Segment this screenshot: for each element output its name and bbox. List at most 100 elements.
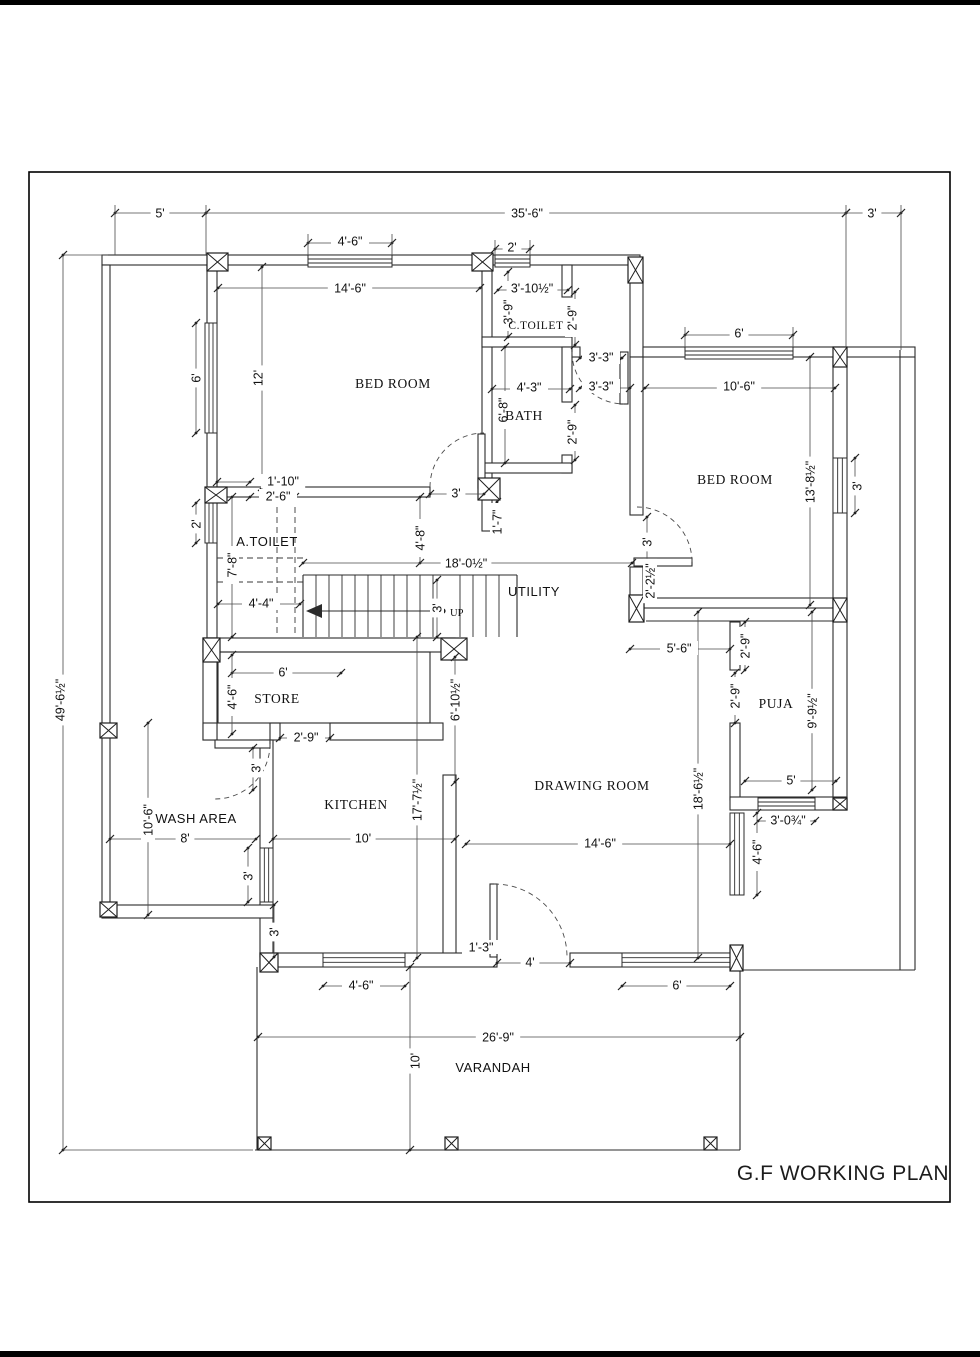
column-x [202, 637, 221, 663]
window [684, 346, 794, 360]
door-swing-arc [429, 432, 485, 488]
drawing-border-frame [28, 171, 951, 1203]
dim-label-group: 3' [267, 922, 282, 942]
dim-atoilet-w-label: 4'-4" [249, 597, 274, 611]
column-x [440, 637, 468, 661]
wall [101, 904, 274, 919]
dim-label-group: 10'-6" [141, 797, 156, 843]
dimension-dot [146, 721, 150, 725]
dim-label-group: 3' [241, 866, 256, 886]
wall [571, 346, 581, 358]
dim-store-h-label: 4'-6" [226, 685, 240, 710]
dim-door33-b-label: 3'-3" [589, 380, 614, 394]
dimension-dot [251, 746, 255, 750]
dim-label-group: 3' [862, 206, 882, 221]
dim-label-group: 35'-6" [504, 206, 550, 221]
dim-label-group: 2'-9" [287, 730, 325, 745]
room-label-drawing: DRAWING ROOM [534, 778, 649, 793]
wall [269, 722, 281, 741]
dim-label-bg [716, 379, 762, 393]
dim-label-bg [189, 368, 203, 388]
dim-top-left-label: 5' [155, 207, 164, 221]
dim-label-group: 13'-8½" [803, 456, 818, 508]
dimension-dot [645, 515, 649, 519]
dim-store-door-label: 2'-9" [294, 731, 319, 745]
walls-layer [101, 254, 916, 968]
dim-label-group: 18'-0½" [440, 556, 492, 571]
dim-label-group: 3'-9" [501, 293, 516, 331]
dim-bed1-w-label: 14'-6" [334, 282, 366, 296]
labels-layer: 5'35'-6"3'49'-6½"4'-6"2'14'-6"3'-10½"3'-… [53, 206, 882, 1075]
dim-label-group: 4'-8" [413, 519, 428, 557]
dimension-dot [246, 846, 250, 850]
dimension-dot [453, 837, 457, 841]
window [259, 847, 274, 903]
dim-label-group: 4'-6" [225, 678, 240, 716]
dim-label-group: 7'-8" [225, 546, 240, 584]
column-x [471, 252, 494, 272]
dimension-dot [834, 779, 838, 783]
room-label-kitchen: KITCHEN [324, 797, 387, 812]
dim-label-bg [862, 206, 882, 220]
dimension-dot [578, 386, 582, 390]
wall [202, 722, 218, 741]
dim-puja-h-label: 9'-9½" [806, 693, 820, 728]
dimension-dot [506, 270, 510, 274]
dim-label-group: 10' [408, 1048, 423, 1074]
dim-dr-off-label: 1'-3" [469, 941, 494, 955]
dim-bed2-win-r-label: 3' [851, 481, 865, 490]
dim-label-bg [577, 836, 623, 850]
dimension-dot [428, 492, 432, 496]
dim-kitchen-wall3-label: 3' [268, 927, 282, 936]
dimension-dot [696, 610, 700, 614]
window [494, 254, 531, 268]
column-x [204, 486, 228, 504]
dim-label-bg [475, 1030, 521, 1044]
wall [629, 356, 644, 516]
dim-label-bg [242, 596, 280, 610]
dim-label-group: 2'-9" [738, 627, 753, 665]
window [307, 254, 393, 268]
dimension-lines-layer [58, 205, 906, 1155]
dimension-dot [628, 647, 632, 651]
column-x [99, 722, 118, 739]
dim-label-bg [501, 293, 515, 331]
dim-bed1-win-top-label: 4'-6" [338, 235, 363, 249]
dimension-dot [278, 736, 282, 740]
dim-var-w-label: 26'-9" [482, 1031, 514, 1045]
dim-label-group: 3'-0¾" [765, 813, 811, 828]
dimension-dot [810, 788, 814, 792]
dim-top-right-label: 3' [867, 207, 876, 221]
dim-label-bg [490, 503, 504, 541]
dim-bed1-door-label: 3' [451, 487, 460, 501]
dimension-dot [643, 386, 647, 390]
dim-stair-w-label: 3' [431, 603, 445, 612]
dim-label-group: 3'-10½" [506, 281, 558, 296]
dim-label-group: 4'-4" [242, 596, 280, 611]
dimension-dot [743, 620, 747, 624]
dimension-dot [408, 965, 412, 969]
dimension-dot [415, 635, 419, 639]
plan-title: G.F WORKING PLAN [737, 1162, 949, 1185]
dim-label-bg [267, 922, 281, 942]
dim-pass-5-6-label: 5'-6" [667, 642, 692, 656]
room-label-bath: BATH [505, 408, 543, 423]
dim-wash-h-label: 10'-6" [142, 804, 156, 836]
dim-ctoilet-w-label: 3'-10½" [511, 282, 553, 296]
column-x [703, 1136, 718, 1151]
door-swing-arc [493, 883, 568, 958]
dim-label-bg [640, 532, 654, 552]
wall [481, 336, 573, 348]
dimension-dot [813, 819, 817, 823]
dim-label-bg [259, 489, 297, 503]
dim-label-group: 3' [850, 476, 865, 496]
dim-label-group: 2'-9" [728, 677, 743, 715]
room-label-bed1: BED ROOM [355, 376, 431, 391]
dim-label-bg [430, 598, 444, 618]
dim-label-group: 1'-10" [260, 474, 306, 489]
dim-label-bg [643, 558, 657, 604]
wall [481, 462, 573, 474]
dim-label-bg [413, 519, 427, 557]
door-swing-arc [214, 743, 271, 800]
dimension-dot [743, 779, 747, 783]
